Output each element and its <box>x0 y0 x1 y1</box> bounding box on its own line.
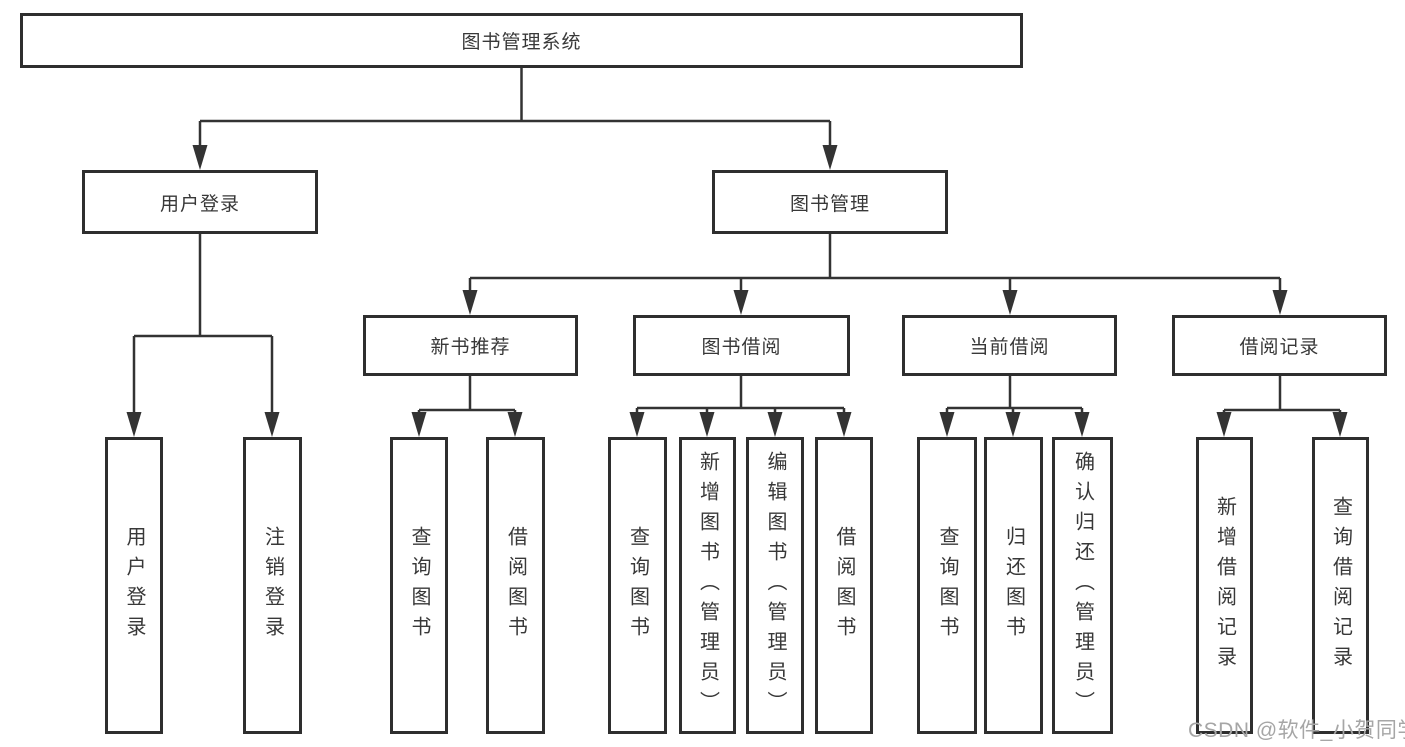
arrow-down-icon <box>264 412 280 437</box>
leaf-return-books: 归还图书 <box>984 437 1043 734</box>
arrow-down-icon <box>767 412 783 437</box>
leaf-borrow-books-2: 借阅图书 <box>815 437 873 734</box>
node-label: 新增借阅记录 <box>1213 495 1236 676</box>
node-label: 查询借阅记录 <box>1329 495 1352 676</box>
leaf-query-borrow-record: 查询借阅记录 <box>1312 437 1369 734</box>
arrow-down-icon <box>939 412 955 437</box>
connector-user-login-branch <box>132 234 274 416</box>
node-label: 新书推荐 <box>430 337 511 358</box>
leaf-add-books-admin: 新增图书（管理员） <box>679 437 736 734</box>
leaf-add-borrow-record: 新增借阅记录 <box>1196 437 1253 734</box>
node-label: 图书借阅 <box>701 337 782 358</box>
arrow-down-icon <box>411 412 427 437</box>
node-label: 借阅记录 <box>1239 337 1320 358</box>
node-label: 查询图书 <box>626 525 649 646</box>
arrow-down-icon <box>1002 290 1018 315</box>
connector-book-borrow-branch <box>635 376 846 416</box>
connector-root-to-level2 <box>198 68 832 150</box>
arrow-down-icon <box>1216 412 1232 437</box>
node-user-login: 用户登录 <box>82 170 318 234</box>
node-label: 新增图书（管理员） <box>696 450 719 721</box>
arrow-down-icon <box>192 145 208 170</box>
leaf-borrow-books-1: 借阅图书 <box>486 437 545 734</box>
node-current-borrow: 当前借阅 <box>902 315 1117 376</box>
node-label: 图书管理 <box>789 193 870 215</box>
node-book-borrow: 图书借阅 <box>633 315 850 376</box>
node-label: 用户登录 <box>123 525 145 646</box>
arrow-down-icon <box>699 412 715 437</box>
leaf-edit-books-admin: 编辑图书（管理员） <box>746 437 804 734</box>
connector-book-mgmt-branch <box>468 234 1282 294</box>
arrow-down-icon <box>822 145 838 170</box>
leaf-query-books-1: 查询图书 <box>390 437 448 734</box>
node-label: 编辑图书（管理员） <box>764 450 786 721</box>
leaf-user-login: 用户登录 <box>105 437 163 734</box>
node-label: 借阅图书 <box>504 525 527 646</box>
arrow-down-icon <box>733 290 749 315</box>
node-library-management-system: 图书管理系统 <box>20 13 1023 68</box>
leaf-query-books-3: 查询图书 <box>917 437 977 734</box>
arrow-down-icon <box>836 412 852 437</box>
arrow-down-icon <box>462 290 478 315</box>
node-label: 注销登录 <box>261 525 284 646</box>
node-label: 确认归还（管理员） <box>1071 450 1094 721</box>
connector-borrow-records-branch <box>1222 376 1342 416</box>
arrow-down-icon <box>507 412 523 437</box>
node-label: 查询图书 <box>408 525 430 646</box>
arrow-down-icon <box>1074 412 1090 437</box>
arrow-down-icon <box>629 412 645 437</box>
arrow-down-icon <box>1332 412 1348 437</box>
node-borrow-records: 借阅记录 <box>1172 315 1387 376</box>
arrow-down-icon <box>1272 290 1288 315</box>
node-label: 图书管理系统 <box>461 32 582 53</box>
leaf-confirm-return-admin: 确认归还（管理员） <box>1052 437 1113 734</box>
leaf-logout: 注销登录 <box>243 437 302 734</box>
leaf-query-books-2: 查询图书 <box>608 437 667 734</box>
node-new-book-recommend: 新书推荐 <box>363 315 578 376</box>
arrow-down-icon <box>126 412 142 437</box>
node-label: 当前借阅 <box>969 337 1050 358</box>
connector-current-borrow-branch <box>945 376 1084 416</box>
node-book-management: 图书管理 <box>712 170 948 234</box>
connector-new-book-branch <box>417 376 517 416</box>
node-label: 用户登录 <box>159 193 240 215</box>
node-label: 借阅图书 <box>833 525 855 646</box>
arrow-down-icon <box>1005 412 1021 437</box>
node-label: 查询图书 <box>936 525 958 646</box>
csdn-watermark: CSDN @软件_小贺同学 <box>1188 719 1405 742</box>
node-label: 归还图书 <box>1002 525 1025 646</box>
